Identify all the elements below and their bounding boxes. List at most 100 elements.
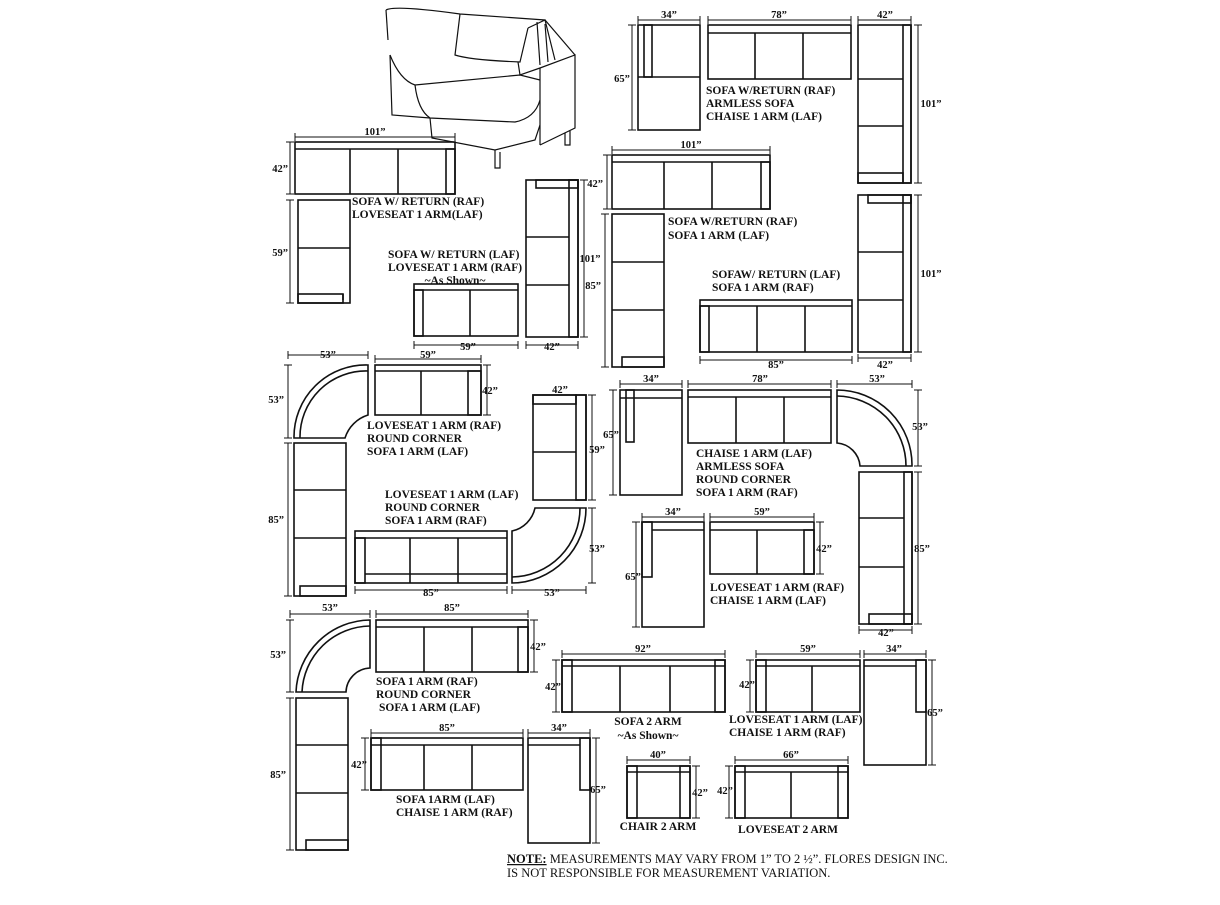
dim-label: 85” [585, 281, 601, 292]
dim-label: 101” [921, 99, 942, 110]
measurement-note: NOTE: MEASUREMENTS MAY VARY FROM 1” TO 2… [507, 852, 948, 880]
config-label: SOFA 1 ARM (LAF) [367, 446, 468, 458]
config-c15 [734, 765, 849, 819]
config-c10 [295, 619, 529, 851]
config-label: ARMLESS SOFA [696, 461, 785, 473]
dim-label: 85” [268, 515, 284, 526]
dim-label: 34” [665, 507, 681, 518]
config-label: LOVESEAT 1 ARM(LAF) [352, 209, 483, 221]
dim-label: 42” [544, 342, 560, 353]
dim-label: 34” [551, 723, 567, 734]
config-c8 [619, 389, 913, 625]
dim-label: 34” [643, 374, 659, 385]
dim-label: 101” [681, 140, 702, 151]
dim-label: 42” [545, 682, 561, 693]
config-label: CHAISE 1 ARM (RAF) [396, 807, 513, 819]
config-c3 [413, 179, 579, 338]
dim-label: 53” [589, 544, 605, 555]
dim-label: 85” [914, 544, 930, 555]
sofa-sketch [385, 7, 576, 169]
config-label: LOVESEAT 1 ARM (RAF) [367, 420, 501, 432]
config-c7 [354, 394, 587, 584]
dim-label: 53” [268, 395, 284, 406]
dim-label: 66” [783, 750, 799, 761]
config-c4 [611, 154, 771, 368]
config-label: ~As Shown~ [618, 730, 679, 742]
config-label: CHAIR 2 ARM [620, 821, 697, 833]
dim-label: 59” [800, 644, 816, 655]
config-label: ARMLESS SOFA [706, 98, 795, 110]
config-label: LOVESEAT 2 ARM [738, 824, 838, 836]
dim-label: 34” [661, 10, 677, 21]
config-label: SOFA W/RETURN (RAF) [668, 216, 797, 228]
dim-label: 53” [912, 422, 928, 433]
config-label: ROUND CORNER [367, 433, 463, 445]
dim-label: 53” [544, 588, 560, 599]
config-label: LOVESEAT 1 ARM (RAF) [710, 582, 844, 594]
dim-label: 42” [552, 385, 568, 396]
dim-label: 101” [365, 127, 386, 138]
dim-label: 101” [921, 269, 942, 280]
dim-label: 42” [739, 680, 755, 691]
dim-label: 42” [482, 386, 498, 397]
config-label: ROUND CORNER [385, 502, 481, 514]
config-label: CHAISE 1 ARM (RAF) [729, 727, 846, 739]
dimension-lines [284, 16, 936, 851]
config-c2 [294, 141, 456, 304]
config-label: SOFA 2 ARM [614, 716, 682, 728]
config-label: SOFA 1ARM (LAF) [396, 794, 495, 806]
config-c9 [641, 521, 815, 628]
note-label: NOTE: [507, 852, 547, 866]
config-label: ROUND CORNER [376, 689, 472, 701]
dim-label: 53” [270, 650, 286, 661]
dim-label: 53” [320, 350, 336, 361]
dim-label: 59” [272, 248, 288, 259]
dim-label: 101” [580, 254, 601, 265]
configuration-labels: SOFA W/RETURN (RAF) ARMLESS SOFA CHAISE … [352, 85, 863, 836]
config-label: LOVESEAT 1 ARM (RAF) [388, 262, 522, 274]
config-label: SOFA 1 ARM (LAF) [379, 702, 480, 714]
dim-label: 65” [603, 430, 619, 441]
dim-label: 65” [625, 572, 641, 583]
dim-label: 59” [460, 342, 476, 353]
dim-label: 65” [614, 74, 630, 85]
dim-label: 34” [886, 644, 902, 655]
dim-label: 65” [927, 708, 943, 719]
config-label: CHAISE 1 ARM (LAF) [696, 448, 812, 460]
dim-label: 59” [420, 350, 436, 361]
dim-label: 78” [752, 374, 768, 385]
config-label: SOFA 1 ARM (RAF) [696, 487, 798, 499]
dim-label: 53” [869, 374, 885, 385]
dim-label: 42” [692, 788, 708, 799]
config-c13 [370, 737, 591, 844]
config-label: SOFAW/ RETURN (LAF) [712, 269, 840, 281]
dim-label: 42” [877, 10, 893, 21]
config-c11 [561, 659, 726, 713]
dim-label: 85” [768, 360, 784, 371]
svg-text:NOTE: MEASUREMENTS MAY VARY FR: NOTE: MEASUREMENTS MAY VARY FROM 1” TO 2… [507, 852, 948, 866]
config-c6 [293, 364, 482, 597]
dim-label: 65” [590, 785, 606, 796]
config-c14 [626, 765, 691, 819]
dim-label: 42” [816, 544, 832, 555]
dim-label: 42” [878, 628, 894, 639]
config-label: SOFA 1 ARM (RAF) [385, 515, 487, 527]
dim-label: 85” [439, 723, 455, 734]
dim-label: 59” [754, 507, 770, 518]
dim-label: 42” [530, 642, 546, 653]
dim-label: 42” [351, 760, 367, 771]
note-line-2: IS NOT RESPONSIBLE FOR MEASUREMENT VARIA… [507, 866, 830, 880]
config-label: CHAISE 1 ARM (LAF) [710, 595, 826, 607]
config-label: SOFA W/ RETURN (LAF) [388, 249, 520, 261]
config-label: CHAISE 1 ARM (LAF) [706, 111, 822, 123]
dim-label: 42” [587, 179, 603, 190]
dimension-labels: 34” 78” 42” 65” 101” 101” 42” 59” 59” 42… [268, 10, 943, 799]
dim-label: 92” [635, 644, 651, 655]
dim-label: 85” [444, 603, 460, 614]
dim-label: 85” [423, 588, 439, 599]
config-label: ROUND CORNER [696, 474, 792, 486]
config-label: SOFA W/ RETURN (RAF) [352, 196, 484, 208]
config-label: ~As Shown~ [425, 275, 486, 287]
note-line-1: MEASUREMENTS MAY VARY FROM 1” TO 2 ½”. F… [547, 852, 948, 866]
dim-label: 42” [717, 786, 733, 797]
